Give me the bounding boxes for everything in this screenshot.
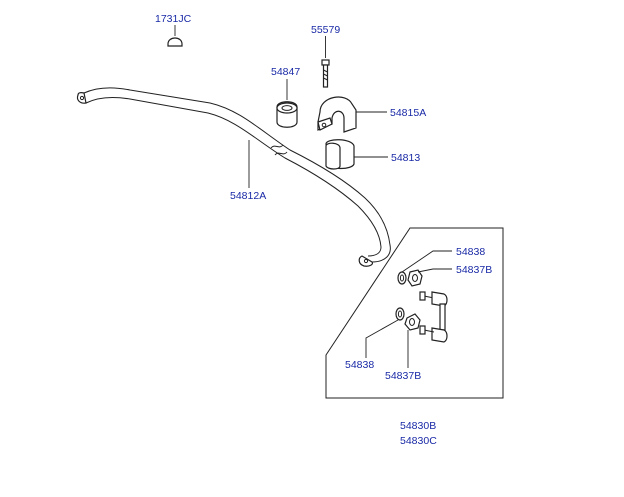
label-washer-lower: 54838: [345, 359, 374, 371]
bolt-head-icon: [321, 59, 330, 66]
label-nut-lower: 54837B: [385, 370, 421, 382]
upper-washer-leader: [401, 250, 452, 273]
bushing-front-face: [325, 142, 341, 170]
label-nut-upper: 54837B: [456, 264, 492, 276]
stabilizer-bar: [76, 87, 391, 267]
stabilizer-bar-outline-bottom: [85, 96, 382, 257]
upper-washer-hole: [399, 274, 405, 282]
label-bolt: 55579: [311, 24, 340, 36]
label-cap: 1731JC: [155, 13, 192, 25]
cap-part: [167, 25, 183, 47]
bolt-thread-1: [323, 69, 328, 73]
label-bracket: 54815A: [390, 107, 426, 119]
part-labels: 1731JC 55579 54847 54815A 54813 54812A 5…: [155, 13, 492, 447]
lower-nut-icon: [404, 313, 421, 331]
upper-nut-icon: [407, 269, 423, 287]
label-washer-upper: 54838: [456, 246, 485, 258]
link-assembly-frame: [325, 227, 504, 399]
lower-nut-hole: [409, 318, 415, 326]
stabilizer-bar-break-mark-1: [270, 144, 284, 149]
bushing-ring-hole: [281, 105, 293, 111]
lower-hardware: [365, 307, 421, 368]
stabilizer-bar-right-end: [358, 255, 374, 267]
bushing-ring-top: [276, 102, 298, 114]
bolt-thread-2: [323, 73, 328, 77]
cap-icon: [167, 37, 183, 47]
stabilizer-bar-outline-top: [83, 87, 391, 263]
link-lower-nut-icon: [419, 325, 426, 335]
label-stabilizer-bar: 54812A: [230, 190, 266, 202]
link-upper-nut-icon: [419, 291, 426, 301]
lower-washer-leader: [365, 319, 399, 358]
label-bushing-ring: 54847: [271, 66, 300, 78]
upper-hardware: [397, 250, 452, 287]
bushing-part: [325, 139, 388, 170]
bushing-ring-part: [276, 79, 298, 128]
link-rod-icon: [439, 303, 446, 331]
bolt-part: [321, 36, 330, 88]
link-lower-ball-joint-icon: [431, 327, 448, 343]
upper-nut-leader: [417, 268, 452, 273]
stabilizer-bar-right-hole: [363, 258, 369, 264]
lower-washer-icon: [395, 307, 405, 321]
bolt-thread-3: [323, 77, 328, 81]
label-link-assembly-b: 54830B: [400, 420, 436, 432]
bracket-part: [317, 96, 387, 133]
stabilizer-bar-left-end: [76, 92, 87, 104]
label-bushing: 54813: [391, 152, 420, 164]
stabilizer-bar-break-mark-2: [274, 151, 288, 156]
bracket-bolt-hole: [321, 122, 327, 128]
stabilizer-link: [419, 291, 448, 343]
upper-nut-hole: [412, 274, 418, 282]
upper-washer-icon: [397, 271, 407, 285]
lower-washer-hole: [397, 310, 403, 318]
link-lower-stud: [423, 329, 435, 333]
label-link-assembly-c: 54830C: [400, 435, 437, 447]
stabilizer-bar-left-hole: [79, 95, 85, 101]
